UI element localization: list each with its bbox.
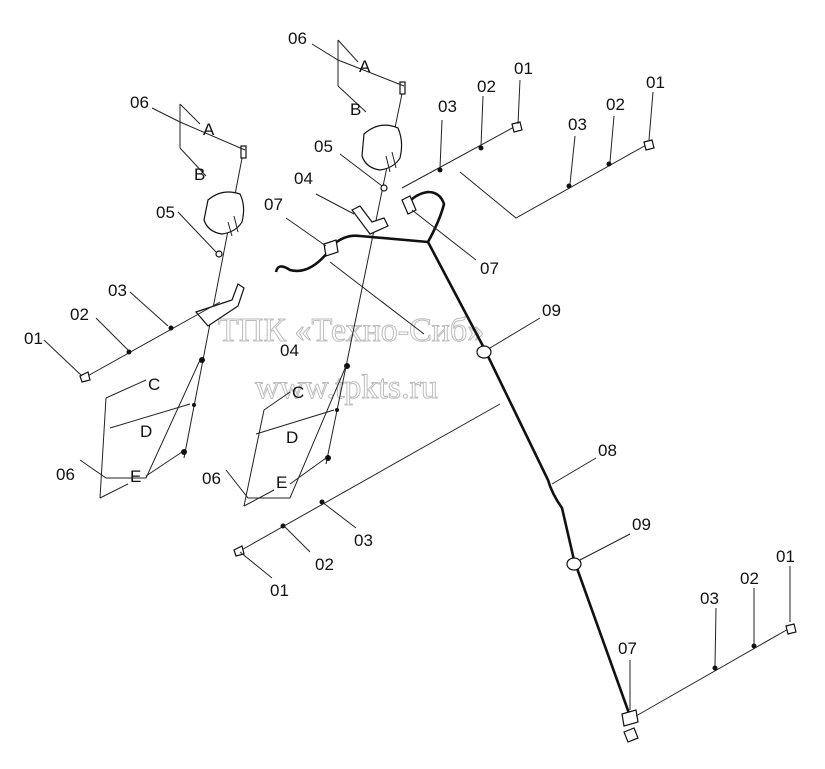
label-03-upper-right: 03 xyxy=(568,115,587,134)
label-03-left: 03 xyxy=(108,281,127,300)
label-A-left: A xyxy=(203,120,215,139)
label-D-left: D xyxy=(140,422,152,441)
label-01-bottom: 01 xyxy=(776,547,795,566)
watermark-url: www.tpkts.ru xyxy=(255,369,438,406)
middle-mirror-assembly xyxy=(225,39,523,579)
left-mirror-assembly xyxy=(43,103,247,499)
label-01-upper: 01 xyxy=(514,59,533,78)
label-06-left-top: 06 xyxy=(130,93,149,112)
middle-mirror-housing xyxy=(361,124,403,171)
callout-labels: 06 A B 05 01 02 03 04 C D E 06 06 A B 05… xyxy=(24,29,795,658)
label-09-lower: 09 xyxy=(632,515,651,534)
label-05-left: 05 xyxy=(156,203,175,222)
label-02-middle-lower: 02 xyxy=(315,555,334,574)
label-09-upper: 09 xyxy=(542,301,561,320)
label-02-upper-right: 02 xyxy=(606,95,625,114)
bolt-06-middle xyxy=(399,81,406,95)
label-03-bottom: 03 xyxy=(700,589,719,608)
washer-05-middle xyxy=(380,184,388,192)
label-04-left: 04 xyxy=(280,341,299,360)
middle-bracket-04 xyxy=(351,205,389,235)
washer-05-left xyxy=(215,250,223,258)
label-06-middle-top: 06 xyxy=(288,29,307,48)
label-E-middle: E xyxy=(276,473,287,492)
label-07-upper: 07 xyxy=(480,259,499,278)
label-05-middle: 05 xyxy=(314,137,333,156)
label-01-upper-right: 01 xyxy=(646,73,665,92)
label-03-middle-lower: 03 xyxy=(354,531,373,550)
label-01-left: 01 xyxy=(24,329,43,348)
label-C-left: C xyxy=(148,375,160,394)
label-A-middle: A xyxy=(359,57,371,76)
wiring-harness xyxy=(274,190,797,743)
label-07-left: 07 xyxy=(264,195,283,214)
label-D-middle: D xyxy=(286,428,298,447)
label-06-middle-bottom: 06 xyxy=(202,469,221,488)
label-04-middle: 04 xyxy=(294,169,313,188)
label-01-middle-lower: 01 xyxy=(270,581,289,600)
label-B-left: B xyxy=(194,165,205,184)
label-08: 08 xyxy=(598,441,617,460)
upper-right-fastener-line xyxy=(459,91,655,219)
connector-07-bottom xyxy=(621,709,639,727)
bolt-06-top xyxy=(240,145,247,159)
clip-09-upper xyxy=(476,345,492,359)
label-06-left-bottom: 06 xyxy=(56,465,75,484)
clip-09-lower xyxy=(566,557,582,571)
label-02-left: 02 xyxy=(70,305,89,324)
label-03-upper: 03 xyxy=(438,97,457,116)
connector-07-left xyxy=(323,239,339,257)
left-mirror-housing xyxy=(203,191,245,235)
left-bracket-04 xyxy=(194,283,245,327)
label-02-bottom: 02 xyxy=(740,569,759,588)
connector-07-upper xyxy=(401,195,417,215)
label-02-upper: 02 xyxy=(477,77,496,96)
label-07-bottom: 07 xyxy=(618,639,637,658)
label-C-middle: C xyxy=(292,383,304,402)
label-B-middle: B xyxy=(350,100,361,119)
label-E-left: E xyxy=(130,467,141,486)
